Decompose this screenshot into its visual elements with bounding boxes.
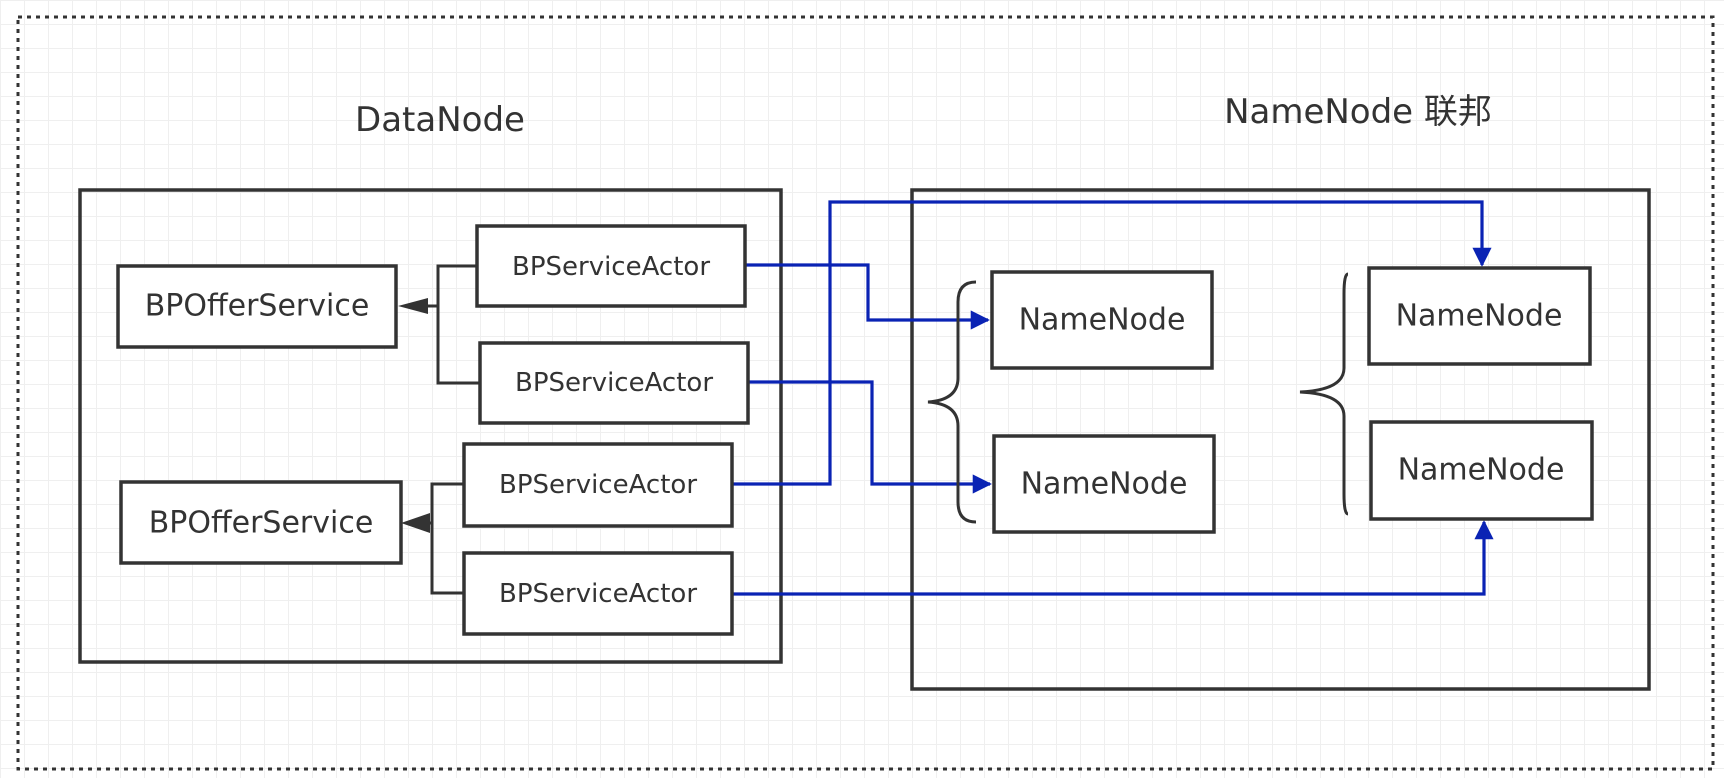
bpserviceactor-label-1: BPServiceActor: [512, 252, 710, 282]
datanode-panel: [78, 188, 783, 664]
namenode-federation-title: NameNode 联邦: [1224, 92, 1492, 132]
actor4-to-namenode-d-connector: [732, 520, 1494, 596]
bpofferservice-box-1: [116, 264, 398, 349]
bpserviceactor-box-2: [478, 341, 750, 425]
bpserviceactor-box-1: [475, 224, 747, 308]
right-namespace-brace: [1299, 272, 1349, 516]
namenode-box-a: [990, 270, 1214, 370]
namenode-label-d: NameNode: [1398, 453, 1565, 488]
bpofferservice-box-2: [119, 480, 403, 565]
actor1-to-namenode-a-connector: [746, 263, 990, 330]
bpofferservice-label-1: BPOfferService: [145, 289, 370, 324]
namenode-label-a: NameNode: [1019, 303, 1186, 338]
namenode-federation-panel: [910, 188, 1651, 691]
group2-arrowhead: [401, 513, 430, 533]
namenode-label-b: NameNode: [1021, 467, 1188, 502]
namenode-label-c: NameNode: [1396, 299, 1563, 334]
bpserviceactor-box-4: [462, 551, 734, 636]
outer-dotted-frame: [16, 15, 1715, 771]
namenode-box-d: [1369, 420, 1594, 521]
group2-connector: [430, 482, 464, 595]
bpserviceactor-label-4: BPServiceActor: [499, 579, 697, 609]
datanode-title: DataNode: [355, 100, 525, 140]
namenode-box-b: [992, 434, 1216, 534]
namenode-box-c: [1367, 266, 1592, 366]
actor2-to-namenode-b-connector: [749, 380, 992, 494]
bpserviceactor-label-3: BPServiceActor: [499, 470, 697, 500]
actor3-to-namenode-c-connector: [732, 200, 1492, 486]
bpofferservice-label-2: BPOfferService: [149, 506, 374, 541]
bpserviceactor-box-3: [462, 442, 734, 528]
bpserviceactor-label-2: BPServiceActor: [515, 368, 713, 398]
group1-connector: [428, 264, 480, 385]
group1-arrowhead: [398, 298, 428, 314]
left-namespace-brace: [927, 280, 977, 524]
